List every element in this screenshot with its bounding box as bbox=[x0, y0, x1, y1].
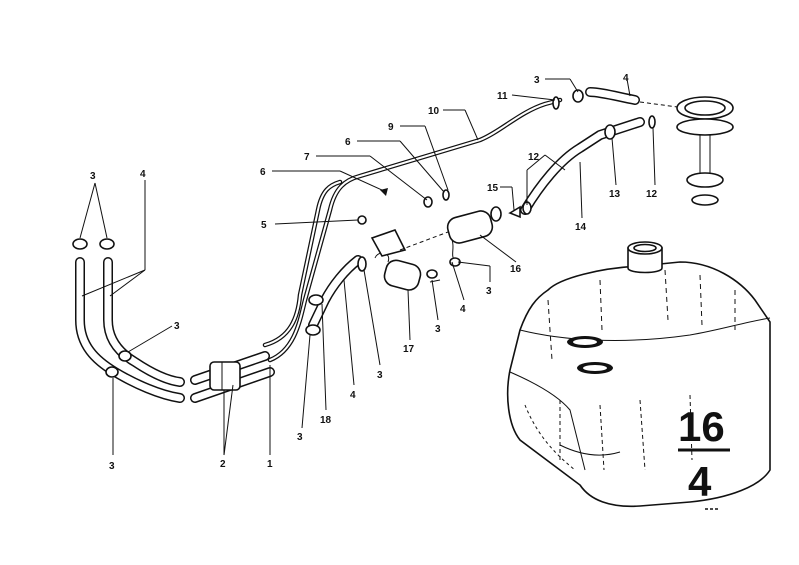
label-3: 3 bbox=[109, 461, 115, 472]
page-number-bottom: 4 bbox=[688, 458, 712, 505]
label-3: 3 bbox=[435, 324, 441, 335]
label-12: 12 bbox=[646, 189, 658, 200]
leader-lines bbox=[79, 78, 656, 456]
label-12: 12 bbox=[528, 152, 540, 163]
label-17: 17 bbox=[403, 344, 415, 355]
page-number: 16 4 bbox=[678, 403, 730, 510]
label-3: 3 bbox=[377, 370, 383, 381]
tank-sender bbox=[676, 96, 734, 206]
label-18: 18 bbox=[320, 415, 332, 426]
right-hose bbox=[508, 115, 656, 219]
fuel-pump bbox=[399, 206, 502, 267]
label-3: 3 bbox=[486, 286, 492, 297]
label-15: 15 bbox=[487, 183, 499, 194]
label-4: 4 bbox=[350, 390, 356, 401]
top-hose bbox=[552, 87, 686, 110]
label-4: 4 bbox=[460, 304, 466, 315]
label-4: 4 bbox=[140, 169, 146, 180]
connector-block bbox=[190, 351, 275, 403]
label-7: 7 bbox=[304, 152, 310, 163]
label-6: 6 bbox=[260, 167, 266, 178]
label-4: 4 bbox=[623, 73, 629, 84]
label-16: 16 bbox=[510, 264, 522, 275]
label-3: 3 bbox=[90, 171, 96, 182]
label-14: 14 bbox=[575, 222, 587, 233]
label-3: 3 bbox=[174, 321, 180, 332]
left-hoses bbox=[72, 238, 185, 403]
label-10: 10 bbox=[428, 106, 440, 117]
small-fittings bbox=[357, 188, 450, 225]
label-5: 5 bbox=[261, 220, 267, 231]
fuel-line-main bbox=[262, 97, 563, 363]
label-9: 9 bbox=[388, 122, 394, 133]
label-2: 2 bbox=[220, 459, 226, 470]
label-3: 3 bbox=[297, 432, 303, 443]
label-3: 3 bbox=[534, 75, 540, 86]
hose-and-filter bbox=[305, 229, 441, 336]
label-11: 11 bbox=[497, 91, 508, 102]
part-labels: 3 4 3 3 2 1 3 18 4 3 17 3 4 3 16 5 6 7 6… bbox=[90, 73, 658, 472]
fuel-tank bbox=[506, 241, 771, 508]
label-13: 13 bbox=[609, 189, 621, 200]
label-6: 6 bbox=[345, 137, 351, 148]
label-1: 1 bbox=[267, 459, 273, 470]
page-number-top: 16 bbox=[678, 403, 725, 450]
